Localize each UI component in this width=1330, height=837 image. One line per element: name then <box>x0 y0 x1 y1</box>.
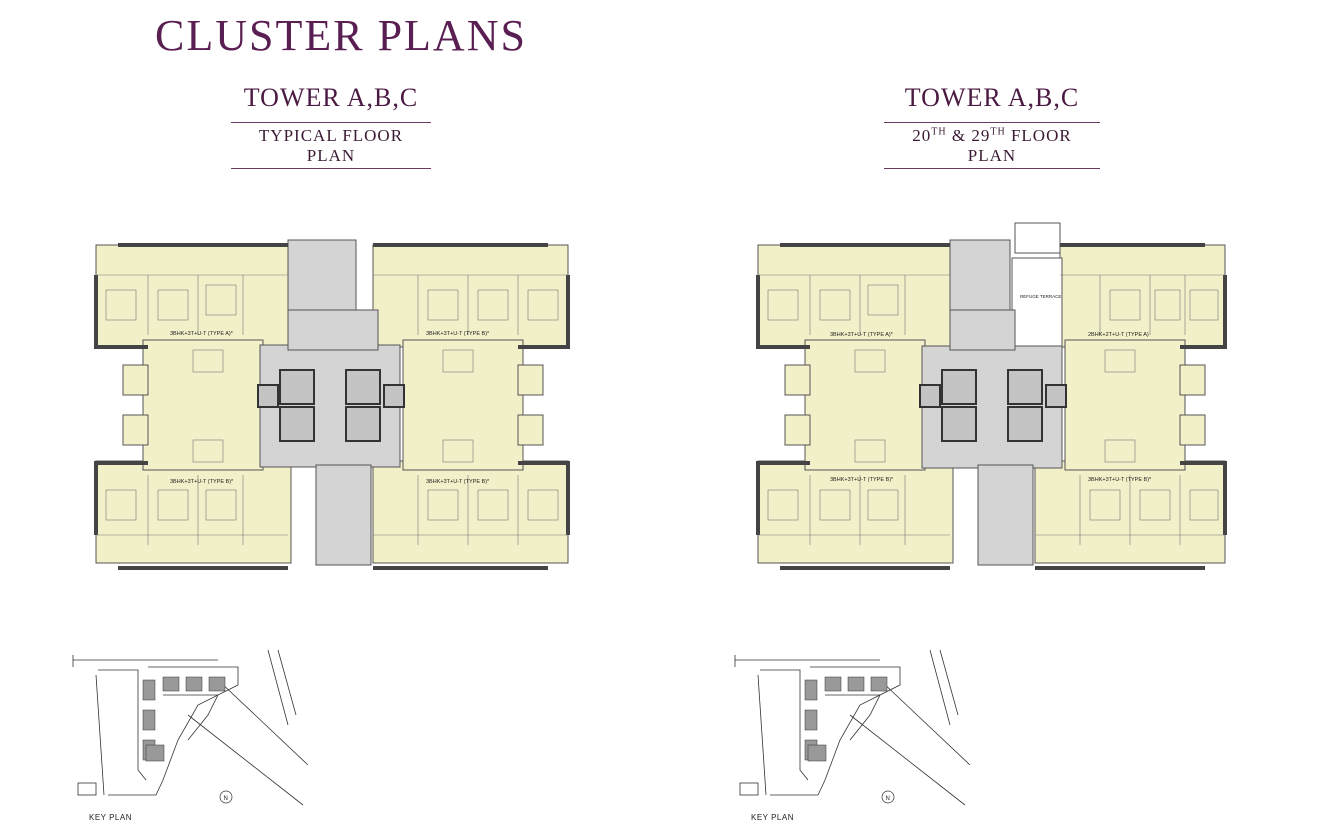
plan-header-typical: TOWER A,B,C TYPICAL FLOOR PLAN <box>231 83 431 169</box>
key-plan-label: KEY PLAN <box>89 813 132 822</box>
unit-top-left <box>757 244 954 348</box>
unit-label: 3BHK+3T+U-T (TYPE B)* <box>1088 477 1152 483</box>
unit-bottom-left <box>95 460 292 564</box>
unit-label: 3BHK+3T+U-T (TYPE B)* <box>170 479 234 485</box>
floor-sup-2: TH <box>990 126 1006 138</box>
unit-label: 3BHK+3T+U-T (TYPE A)* <box>830 332 894 338</box>
wing-left <box>142 339 264 471</box>
unit-label: 3BHK+3T+U-T (TYPE B)* <box>426 331 490 337</box>
key-plan-right: N <box>734 649 970 806</box>
tower-title: TOWER A,B,C <box>243 83 419 112</box>
wing-right <box>402 339 524 471</box>
north-icon: N <box>886 796 890 802</box>
unit-bottom-right <box>372 460 569 564</box>
floor-number-1: 20 <box>912 126 932 145</box>
unit-label: 3BHK+3T+U-T (TYPE A)* <box>170 331 234 337</box>
unit-label: 2BHK+2T+U-T (TYPE A) <box>1088 332 1149 338</box>
tower-title: TOWER A,B,C <box>904 83 1080 112</box>
unit-label: 3BHK+3T+U-T (TYPE B)* <box>426 479 490 485</box>
key-plan-left: N <box>72 649 308 806</box>
page-title: CLUSTER PLANS <box>155 11 527 60</box>
refuge-terrace <box>1011 257 1063 347</box>
north-icon: N <box>224 796 228 802</box>
floor-suffix: FLOOR PLAN <box>967 126 1072 165</box>
plan-header-refuge: TOWER A,B,C 20TH & 29TH FLOOR PLAN <box>884 83 1100 169</box>
floor-sup-1: TH <box>931 126 947 138</box>
unit-label: 3BHK+3T+U-T (TYPE B)* <box>830 477 894 483</box>
floor-subtitle: TYPICAL FLOOR PLAN <box>231 122 431 169</box>
floor-subtitle: 20TH & 29TH FLOOR PLAN <box>884 122 1100 169</box>
floor-number-2: & 29 <box>946 126 991 145</box>
refuge-terrace-label: REFUGE TERRACE <box>1020 294 1061 299</box>
refuge-floor-plan: 3BHK+3T+U-T (TYPE A)* 2BHK+2T+U-T (TYPE … <box>756 222 1227 570</box>
unit-top-right <box>1059 244 1226 348</box>
typical-floor-plan: 3BHK+3T+U-T (TYPE A)* 3BHK+3T+U-T (TYPE … <box>94 239 570 570</box>
unit-top-left <box>95 244 292 348</box>
stair-top <box>287 239 357 313</box>
key-plan-label: KEY PLAN <box>751 813 794 822</box>
stair-bottom <box>315 464 372 566</box>
